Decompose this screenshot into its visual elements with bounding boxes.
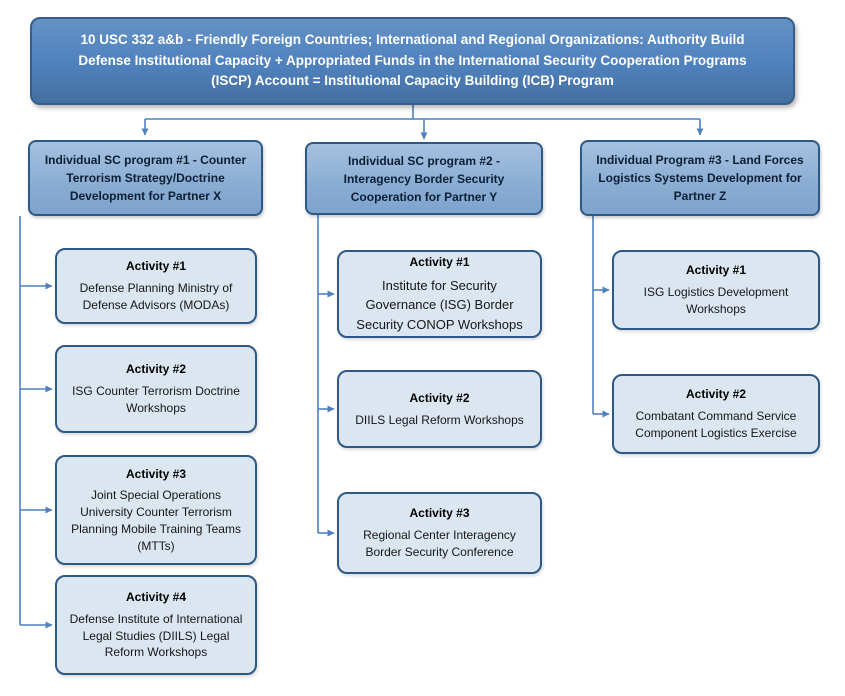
activity-3-1-body: ISG Logistics Development Workshops (643, 285, 789, 316)
activity-1-4-title: Activity #4 (125, 589, 187, 604)
activity-node-2-2: Activity #2 DIILS Legal Reform Workshops (337, 370, 542, 448)
activity-1-3-title: Activity #3 (125, 466, 187, 481)
activity-1-1-body: Defense Planning Ministry of Defense Adv… (79, 281, 233, 312)
activity-2-3-body: Regional Center Interagency Border Secur… (363, 528, 516, 559)
activity-2-2-body: DIILS Legal Reform Workshops (355, 412, 524, 427)
activity-1-1-title: Activity #1 (125, 259, 187, 274)
program-3-title: Individual Program #3 - Land Forces Logi… (596, 153, 804, 203)
activity-2-3-title: Activity #3 (409, 506, 470, 521)
activity-1-2-body: ISG Counter Terrorism Doctrine Workshops (72, 384, 240, 415)
activity-node-2-1: Activity #1 Institute for Security Gover… (337, 250, 542, 338)
activity-1-4-body: Defense Institute of International Legal… (69, 611, 243, 660)
activity-2-1-body: Institute for Security Governance (ISG) … (356, 277, 523, 332)
program-node-1: Individual SC program #1 - Counter Terro… (28, 140, 263, 216)
activity-3-2-title: Activity #2 (685, 387, 747, 402)
activity-3-1-title: Activity #1 (685, 263, 747, 278)
activity-1-3-body: Joint Special Operations University Coun… (71, 488, 241, 553)
activity-2-2-title: Activity #2 (409, 390, 470, 405)
activity-node-2-3: Activity #3 Regional Center Interagency … (337, 492, 542, 574)
authority-header-text: 10 USC 332 a&b - Friendly Foreign Countr… (78, 31, 747, 89)
activity-node-1-3: Activity #3 Joint Special Operations Uni… (55, 455, 257, 565)
program-2-title: Individual SC program #2 - Interagency B… (343, 153, 505, 204)
program-node-3: Individual Program #3 - Land Forces Logi… (580, 140, 820, 216)
activity-node-3-2: Activity #2 Combatant Command Service Co… (612, 374, 820, 454)
activity-node-1-1: Activity #1 Defense Planning Ministry of… (55, 248, 257, 324)
activity-2-1-title: Activity #1 (409, 254, 470, 269)
activity-node-3-1: Activity #1 ISG Logistics Development Wo… (612, 250, 820, 330)
activity-3-2-body: Combatant Command Service Component Logi… (635, 409, 797, 440)
program-1-title: Individual SC program #1 - Counter Terro… (44, 153, 247, 203)
authority-header-node: 10 USC 332 a&b - Friendly Foreign Countr… (30, 17, 795, 105)
activity-node-1-2: Activity #2 ISG Counter Terrorism Doctri… (55, 345, 257, 433)
activity-node-1-4: Activity #4 Defense Institute of Interna… (55, 575, 257, 675)
activity-1-2-title: Activity #2 (125, 362, 187, 377)
program-node-2: Individual SC program #2 - Interagency B… (305, 142, 543, 215)
